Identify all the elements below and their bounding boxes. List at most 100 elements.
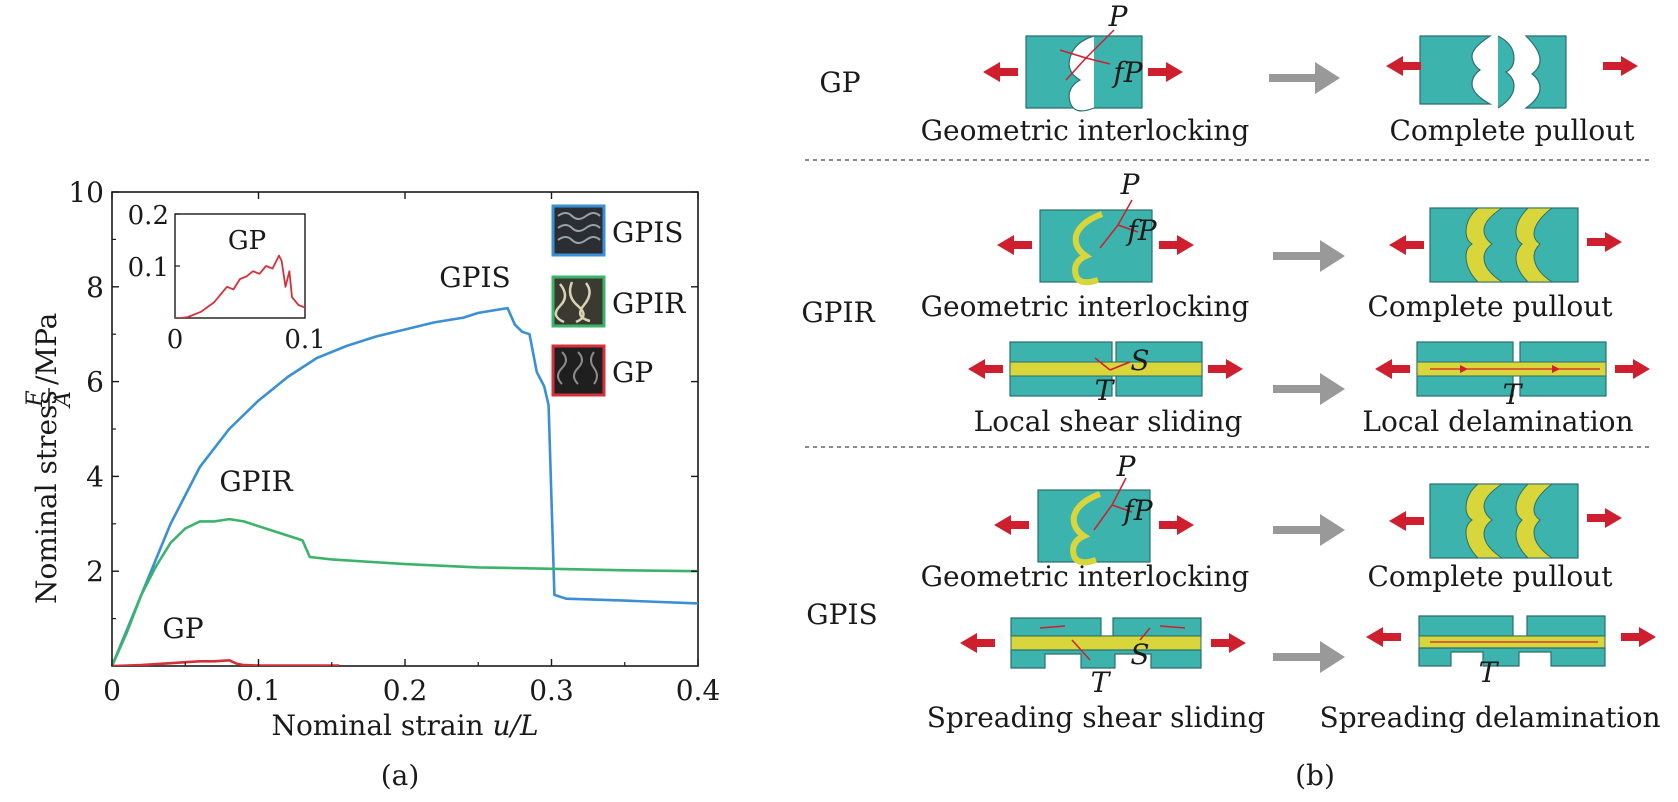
arrow-right-icon <box>1615 359 1650 379</box>
gpis-right-caption-1: Complete pullout <box>1367 560 1613 593</box>
gpir-right-caption-1: Complete pullout <box>1367 290 1613 323</box>
legend-item-gpir: GPIR <box>551 275 686 328</box>
gpir-right-caption-2: Local delamination <box>1362 405 1633 438</box>
x-tick-label: 0.1 <box>236 674 281 707</box>
inset-series-line-gp <box>175 254 305 318</box>
caption-b: (b) <box>1295 759 1335 792</box>
arrow-right-icon <box>1587 232 1622 252</box>
y-axis-label: Nominal stress F A /MPa <box>23 313 76 604</box>
x-axis-label-math: u/L <box>492 709 538 742</box>
x-tick-label: 0.4 <box>676 674 721 707</box>
inset-frame <box>174 213 306 319</box>
legend: GPIS GPIR GP <box>551 204 686 397</box>
symbol-s: S <box>1130 638 1149 671</box>
y-tick-label: 10 <box>68 176 104 209</box>
series-line-gpis <box>112 306 698 666</box>
symbol-p: P <box>1116 450 1137 483</box>
series-layer <box>112 306 698 666</box>
legend-label-gpir: GPIR <box>612 287 686 320</box>
arrow-left-icon <box>983 62 1018 82</box>
gp-pullout-diagram <box>1419 35 1567 109</box>
legend-label-gpis: GPIS <box>612 216 683 249</box>
gpis-shear-diagram <box>1010 617 1202 669</box>
gpis-delamination-diagram <box>1418 615 1606 667</box>
inset-series-layer <box>175 254 305 318</box>
process-arrow-icon <box>1273 514 1345 546</box>
gp-interlocking-diagram <box>1025 35 1143 112</box>
arrow-left-icon <box>1389 235 1424 255</box>
y-axis-label-denominator: A <box>51 391 76 409</box>
gpis-right-caption-2: Spreading delamination <box>1320 701 1661 734</box>
inset-x-tick-label: 0.1 <box>284 325 325 355</box>
gpir-pullout-diagram <box>1429 207 1579 283</box>
arrow-left-icon <box>968 359 1003 379</box>
symbol-t: T <box>1091 666 1112 699</box>
arrow-right-icon <box>1211 633 1246 653</box>
legend-item-gpis: GPIS <box>551 204 683 257</box>
y-axis-label-numerator: F <box>23 391 48 408</box>
symbol-fp: fP <box>1111 56 1143 89</box>
legend-swatch-gpir <box>551 275 606 328</box>
process-arrow-icon <box>1273 641 1345 673</box>
arrow-left-icon <box>1375 359 1410 379</box>
gpis-left-caption-2: Spreading shear sliding <box>927 701 1266 734</box>
series-line-gpir <box>112 517 698 666</box>
group-label-gpir: GPIR <box>801 296 875 329</box>
symbol-s: S <box>1130 344 1149 377</box>
gpir-delamination-diagram <box>1416 341 1607 397</box>
y-tick-label: 6 <box>86 366 104 399</box>
arrow-left-icon <box>994 515 1029 535</box>
inset-plot: 0 0.1 0.1 0.2 GP <box>128 201 326 355</box>
arrow-right-icon <box>1621 627 1656 647</box>
gpis-interlocking-diagram <box>1037 489 1151 566</box>
inset-y-tick-label: 0.1 <box>128 253 169 283</box>
gpir-left-caption-1: Geometric interlocking <box>921 290 1250 323</box>
symbol-t: T <box>1503 378 1524 411</box>
gpis-pullout-diagram <box>1429 483 1579 559</box>
symbol-fp: fP <box>1121 494 1153 527</box>
panel-b: GP GPIR GPIS P fP Geometric interlocking… <box>801 0 1660 792</box>
legend-label-gp: GP <box>612 356 653 389</box>
gp-left-caption: Geometric interlocking <box>921 114 1250 147</box>
arrow-right-icon <box>1208 359 1243 379</box>
curve-label-gp: GP <box>162 612 203 645</box>
process-arrow-icon <box>1273 240 1345 272</box>
process-arrow-icon <box>1273 373 1345 405</box>
series-line-gp <box>112 658 340 666</box>
symbol-t: T <box>1095 374 1116 407</box>
gpir-left-caption-2: Local shear sliding <box>974 405 1243 438</box>
force-vectors <box>1099 199 1139 249</box>
y-tick-label: 2 <box>86 555 104 588</box>
inset-x-tick-label: 0 <box>167 325 184 355</box>
group-label-gp: GP <box>819 66 860 99</box>
gp-right-caption: Complete pullout <box>1389 114 1635 147</box>
y-axis-label-text: Nominal stress <box>30 390 63 604</box>
y-axis-label-unit: /MPa <box>30 313 63 385</box>
arrow-left-icon <box>1389 511 1424 531</box>
symbol-p: P <box>1108 0 1129 33</box>
y-tick-label: 4 <box>86 460 104 493</box>
symbol-t: T <box>1479 656 1500 689</box>
force-vectors <box>1093 477 1133 531</box>
inset-label: GP <box>228 226 266 256</box>
inset-ticks: 0 0.1 0.1 0.2 <box>128 201 326 355</box>
curve-label-gpis: GPIS <box>439 261 510 294</box>
x-tick-label: 0 <box>103 674 121 707</box>
caption-a: (a) <box>381 759 420 792</box>
gpir-shear-diagram <box>1009 341 1203 397</box>
arrow-right-icon <box>1148 62 1183 82</box>
y-tick-label: 8 <box>86 271 104 304</box>
symbol-p: P <box>1120 168 1141 201</box>
inset-y-tick-label: 0.2 <box>128 201 169 231</box>
curve-label-gpir: GPIR <box>219 465 293 498</box>
force-vectors <box>1059 29 1115 81</box>
group-label-gpis: GPIS <box>806 598 877 631</box>
arrow-left-icon <box>1386 56 1421 76</box>
arrow-right-icon <box>1603 56 1638 76</box>
arrow-right-icon <box>1159 515 1194 535</box>
gpir-interlocking-diagram <box>1039 209 1153 286</box>
arrow-left-icon <box>997 235 1032 255</box>
